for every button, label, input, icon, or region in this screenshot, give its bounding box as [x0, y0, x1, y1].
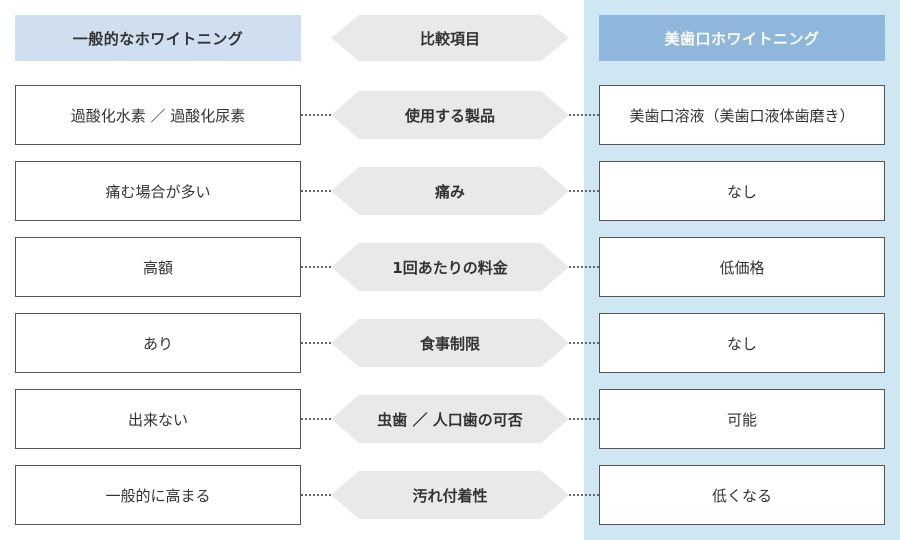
header-bihaku-whitening: 美歯口ホワイトニング	[599, 15, 885, 61]
comparison-item-label: 食事制限	[331, 319, 569, 367]
connector-right	[569, 418, 599, 420]
bihaku-value: 低くなる	[599, 465, 885, 525]
header-general-whitening: 一般的なホワイトニング	[15, 15, 301, 61]
connector-right	[569, 266, 599, 268]
general-value: 出来ない	[15, 389, 301, 449]
connector-right	[569, 114, 599, 116]
comparison-row-pain: 痛む場合が多い 痛み なし	[0, 161, 900, 221]
comparison-item-label: 1回あたりの料金	[331, 243, 569, 291]
connector-left	[301, 114, 331, 116]
comparison-row-products: 過酸化水素 ／ 過酸化尿素 使用する製品 美歯口溶液（美歯口液体歯磨き）	[0, 85, 900, 145]
bihaku-value: なし	[599, 313, 885, 373]
comparison-item-label: 使用する製品	[331, 91, 569, 139]
comparison-item-label: 汚れ付着性	[331, 471, 569, 519]
comparison-row-stain: 一般的に高まる 汚れ付着性 低くなる	[0, 465, 900, 525]
bihaku-value: 美歯口溶液（美歯口液体歯磨き）	[599, 85, 885, 145]
bihaku-value: 可能	[599, 389, 885, 449]
connector-left	[301, 342, 331, 344]
connector-right	[569, 190, 599, 192]
comparison-row-price: 高額 1回あたりの料金 低価格	[0, 237, 900, 297]
connector-left	[301, 494, 331, 496]
general-value: 高額	[15, 237, 301, 297]
bihaku-value: なし	[599, 161, 885, 221]
comparison-row-cavity: 出来ない 虫歯 ／ 人口歯の可否 可能	[0, 389, 900, 449]
bihaku-value: 低価格	[599, 237, 885, 297]
comparison-item-label: 虫歯 ／ 人口歯の可否	[331, 395, 569, 443]
connector-left	[301, 190, 331, 192]
connector-left	[301, 418, 331, 420]
connector-right	[569, 494, 599, 496]
general-value: あり	[15, 313, 301, 373]
connector-left	[301, 266, 331, 268]
comparison-item-label: 痛み	[331, 167, 569, 215]
general-value: 一般的に高まる	[15, 465, 301, 525]
header-comparison-item: 比較項目	[331, 15, 569, 61]
general-value: 痛む場合が多い	[15, 161, 301, 221]
connector-right	[569, 342, 599, 344]
comparison-row-diet: あり 食事制限 なし	[0, 313, 900, 373]
general-value: 過酸化水素 ／ 過酸化尿素	[15, 85, 301, 145]
